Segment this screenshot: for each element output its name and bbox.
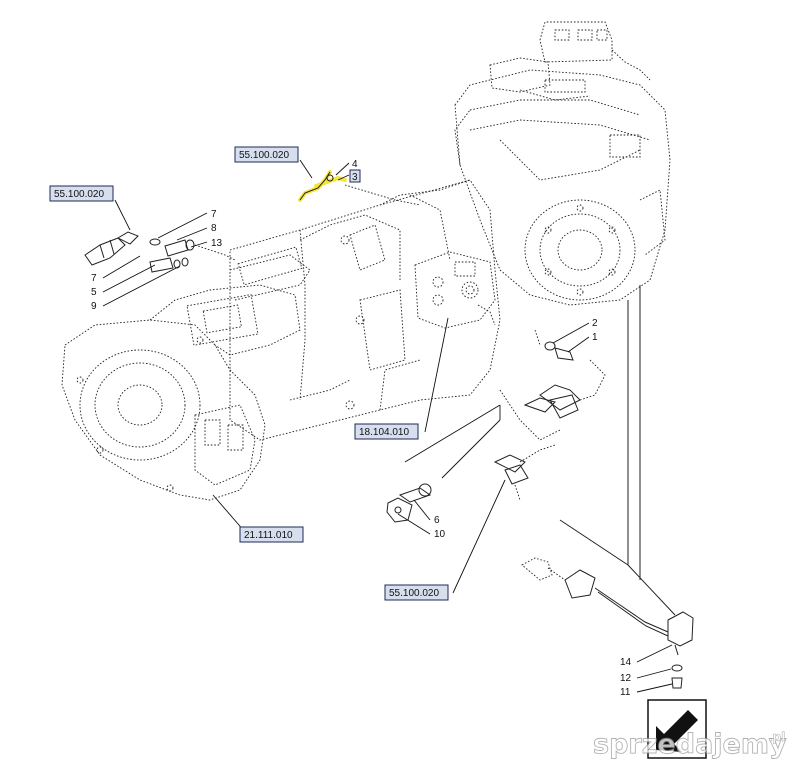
part-number-7-lower: 7: [91, 273, 97, 284]
bolt-and-eyelet: [386, 483, 432, 523]
ref-label-top-text: 55.100.020: [239, 150, 289, 161]
left-sensor-group: [84, 231, 236, 273]
part-number-2: 2: [592, 318, 598, 329]
part-numbers: 4 3 7 8 13 7 5 9 2 1 6 10 14 12 11: [91, 159, 632, 698]
ref-label-left: 55.100.020: [49, 185, 114, 202]
middle-harness-group: [493, 444, 556, 501]
sensor-pipe-part-3: [298, 170, 421, 206]
part-number-3: 3: [352, 172, 358, 183]
part-number-7-upper: 7: [211, 209, 217, 220]
watermark-suffix: .pl: [768, 730, 785, 744]
part-number-1: 1: [592, 332, 598, 343]
callout-lines: [114, 159, 676, 616]
part-number-leaders: [102, 162, 673, 693]
ref-label-top: 55.100.020: [234, 146, 299, 163]
part-number-10: 10: [434, 529, 446, 540]
ref-label-center-text: 18.104.010: [359, 427, 409, 438]
part-number-13: 13: [211, 238, 223, 249]
ref-label-bottom-text: 55.100.020: [389, 588, 439, 599]
control-valve-assembly: [414, 251, 496, 329]
ref-label-bottom-left-text: 21.111.010: [244, 530, 293, 541]
part-number-4: 4: [352, 159, 358, 170]
part-number-5: 5: [91, 287, 97, 298]
ref-label-bottom: 55.100.020: [384, 584, 449, 601]
part-number-6: 6: [434, 515, 440, 526]
right-sensor-group: [499, 329, 606, 441]
part-number-9: 9: [91, 301, 97, 312]
part-number-11: 11: [620, 687, 631, 698]
part-number-14: 14: [620, 657, 632, 668]
rear-axle-housing: [454, 69, 671, 306]
front-direction-arrow-icon: [647, 699, 707, 759]
part-number-12: 12: [620, 673, 632, 684]
watermark-brand: sprzedajemy: [593, 729, 787, 760]
ref-label-left-text: 55.100.020: [54, 189, 104, 200]
ref-label-center: 18.104.010: [354, 423, 419, 440]
watermark: sprzedajemy .pl: [593, 729, 788, 761]
central-transmission-housing: [229, 179, 501, 441]
top-valve-block: [489, 21, 651, 101]
front-bell-housing: [61, 284, 301, 501]
ref-label-bottom-left: 21.111.010: [239, 526, 304, 543]
part-number-8: 8: [211, 223, 217, 234]
speed-sensor-assembly: [521, 557, 694, 689]
